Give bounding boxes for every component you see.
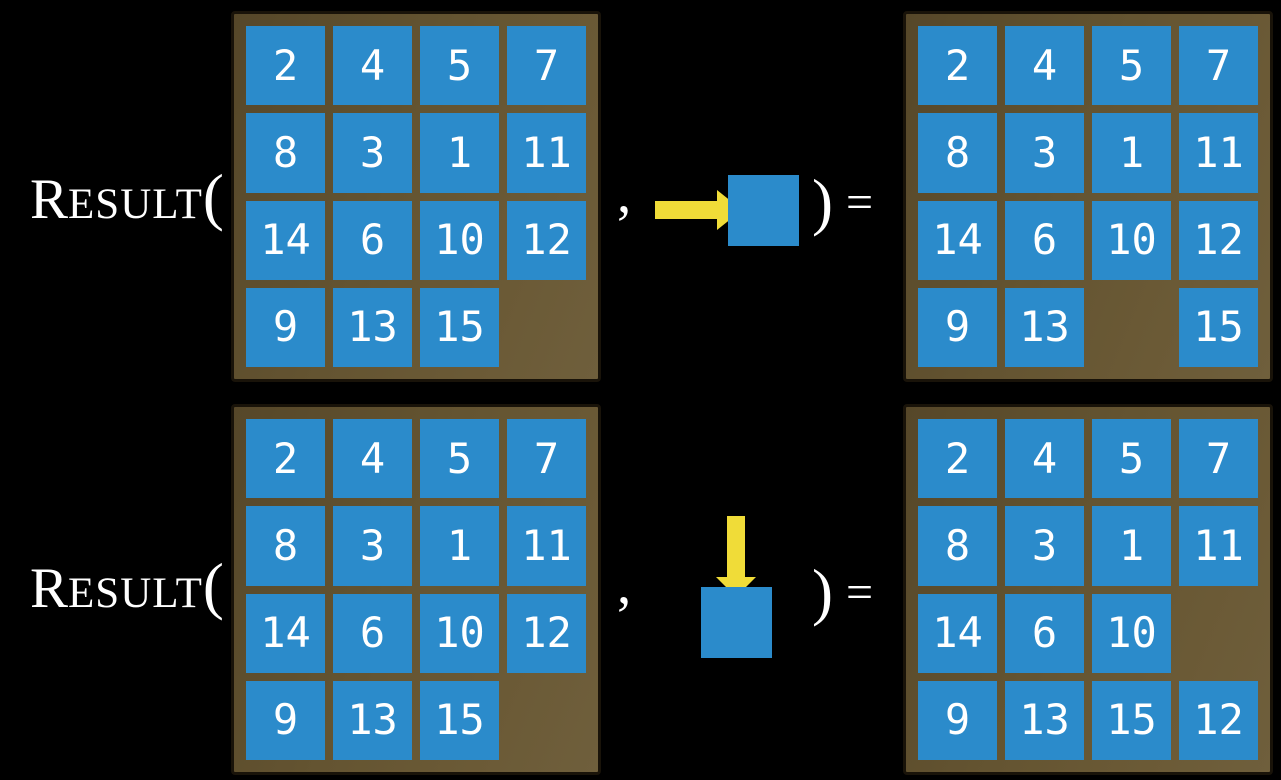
puzzle-tile: 3 bbox=[1005, 113, 1084, 193]
puzzle-tile: 15 bbox=[420, 287, 499, 367]
puzzle-tile: 14 bbox=[246, 593, 325, 673]
puzzle-tile: 15 bbox=[420, 680, 499, 760]
result-function-label: RESULT( bbox=[30, 555, 224, 618]
function-name-rest: ESULT bbox=[68, 181, 203, 228]
puzzle-tile: 8 bbox=[918, 113, 997, 193]
puzzle-tile: 1 bbox=[1092, 113, 1171, 193]
empty-cell bbox=[507, 288, 586, 367]
close-paren-equals-group: ) = bbox=[812, 167, 874, 237]
puzzle-tile: 2 bbox=[246, 419, 325, 499]
function-name-rest: ESULT bbox=[68, 570, 203, 617]
puzzle-tile: 6 bbox=[333, 593, 412, 673]
puzzle-tile: 15 bbox=[1179, 287, 1258, 367]
puzzle-tile: 13 bbox=[333, 287, 412, 367]
open-paren: ( bbox=[202, 162, 224, 232]
comma-separator: , bbox=[617, 553, 632, 616]
puzzle-tile: 9 bbox=[918, 680, 997, 760]
puzzle-tile: 10 bbox=[420, 200, 499, 280]
close-paren: ) bbox=[812, 557, 833, 627]
puzzle-tile: 9 bbox=[918, 287, 997, 367]
puzzle-tile: 5 bbox=[420, 419, 499, 499]
puzzle-tile: 12 bbox=[1179, 200, 1258, 280]
puzzle-tile: 6 bbox=[1005, 200, 1084, 280]
puzzle-tile: 3 bbox=[1005, 506, 1084, 586]
puzzle-tile: 6 bbox=[333, 200, 412, 280]
empty-cell bbox=[507, 681, 586, 760]
puzzle-tile: 9 bbox=[246, 287, 325, 367]
close-paren: ) bbox=[812, 167, 833, 237]
equals-sign: = bbox=[845, 565, 874, 619]
comma-separator: , bbox=[617, 162, 632, 225]
action-tile bbox=[701, 587, 772, 658]
puzzle-tile: 8 bbox=[246, 506, 325, 586]
puzzle-tile: 4 bbox=[1005, 26, 1084, 106]
result-function-label: RESULT( bbox=[30, 166, 224, 229]
puzzle-tile: 12 bbox=[1179, 680, 1258, 760]
puzzle-tile: 12 bbox=[507, 593, 586, 673]
puzzle-tile: 5 bbox=[1092, 26, 1171, 106]
open-paren: ( bbox=[202, 551, 224, 621]
puzzle-tile: 9 bbox=[246, 680, 325, 760]
puzzle-tile: 1 bbox=[420, 506, 499, 586]
puzzle-tile: 3 bbox=[333, 113, 412, 193]
puzzle-tile: 2 bbox=[246, 26, 325, 106]
puzzle-tile: 7 bbox=[507, 26, 586, 106]
puzzle-tile: 10 bbox=[1092, 200, 1171, 280]
puzzle-tile: 10 bbox=[420, 593, 499, 673]
arrow-down-icon bbox=[716, 516, 756, 597]
function-name-initial: R bbox=[30, 168, 69, 231]
equals-sign: = bbox=[845, 175, 874, 229]
puzzle-tile: 8 bbox=[918, 506, 997, 586]
puzzle-tile: 11 bbox=[507, 113, 586, 193]
puzzle-tile: 5 bbox=[420, 26, 499, 106]
puzzle-tile: 1 bbox=[1092, 506, 1171, 586]
empty-cell bbox=[1092, 288, 1171, 367]
puzzle-tile: 13 bbox=[1005, 287, 1084, 367]
puzzle-tile: 3 bbox=[333, 506, 412, 586]
puzzle-tile: 10 bbox=[1092, 593, 1171, 673]
puzzle-tile: 14 bbox=[918, 593, 997, 673]
puzzle-tile: 13 bbox=[333, 680, 412, 760]
function-name-initial: R bbox=[30, 557, 69, 620]
puzzle-tile: 4 bbox=[1005, 419, 1084, 499]
puzzle-tile: 6 bbox=[1005, 593, 1084, 673]
puzzle-tile: 1 bbox=[420, 113, 499, 193]
puzzle-tile: 7 bbox=[1179, 26, 1258, 106]
empty-cell bbox=[1179, 594, 1258, 673]
puzzle-tile: 15 bbox=[1092, 680, 1171, 760]
puzzle-tile: 5 bbox=[1092, 419, 1171, 499]
puzzle-tile: 11 bbox=[1179, 113, 1258, 193]
puzzle-tile: 2 bbox=[918, 26, 997, 106]
puzzle-tile: 2 bbox=[918, 419, 997, 499]
puzzle-tile: 7 bbox=[1179, 419, 1258, 499]
puzzle-tile: 4 bbox=[333, 26, 412, 106]
puzzle-tile: 14 bbox=[246, 200, 325, 280]
puzzle-tile: 4 bbox=[333, 419, 412, 499]
puzzle-tile: 12 bbox=[507, 200, 586, 280]
puzzle-tile: 11 bbox=[1179, 506, 1258, 586]
puzzle-tile: 7 bbox=[507, 419, 586, 499]
close-paren-equals-group: ) = bbox=[812, 557, 874, 627]
puzzle-tile: 13 bbox=[1005, 680, 1084, 760]
puzzle-tile: 11 bbox=[507, 506, 586, 586]
puzzle-tile: 14 bbox=[918, 200, 997, 280]
puzzle-tile: 8 bbox=[246, 113, 325, 193]
action-tile bbox=[728, 175, 799, 246]
